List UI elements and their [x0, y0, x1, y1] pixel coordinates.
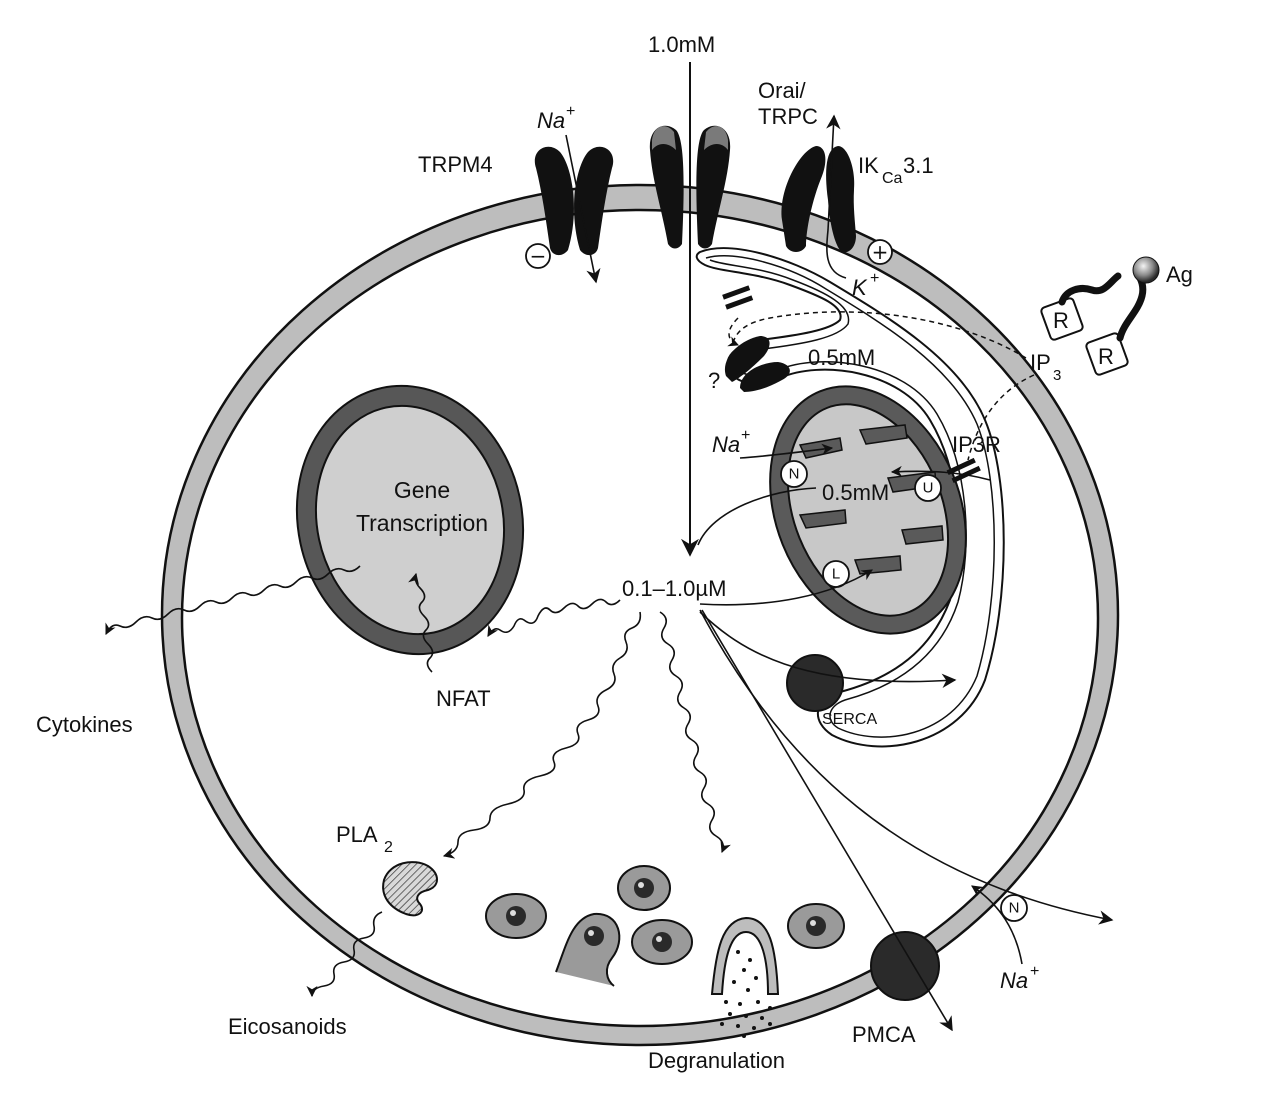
svg-text:IP: IP: [1030, 350, 1051, 375]
na-influx-exchanger-arrow: [971, 885, 1023, 965]
svg-text:IK: IK: [858, 153, 879, 178]
secretory-granules: [485, 865, 845, 1038]
pla2-label: PLA 2: [336, 822, 393, 856]
mito-na-exchanger: N: [780, 460, 808, 488]
ikca-channel: [781, 146, 856, 253]
na-top-label: Na +: [537, 103, 575, 133]
serca-pump: [786, 654, 844, 712]
ip3r-to-mito-arrow: [890, 465, 991, 481]
svg-text:−: −: [530, 244, 547, 268]
pmca-efflux-arrow: [701, 609, 953, 1032]
svg-text:N: N: [789, 466, 800, 483]
fc-receptor: R R: [1040, 272, 1147, 376]
serca-uptake-arrow: [699, 611, 957, 689]
nfat-label: NFAT: [436, 686, 491, 711]
question-mark-label: ?: [708, 368, 720, 393]
ip3-label: IP 3: [1030, 350, 1061, 384]
cytokine-release-arrow: [105, 565, 361, 636]
svg-text:Ca: Ca: [882, 170, 903, 187]
svg-text:+: +: [741, 427, 750, 444]
ip3r-label: IP3R: [952, 432, 1001, 457]
orai-label-line1: Orai/: [758, 78, 807, 103]
fusion-pore: [710, 916, 780, 1038]
svg-text:+: +: [1030, 963, 1039, 980]
cytokines-label: Cytokines: [36, 712, 133, 737]
svg-text:L: L: [832, 566, 840, 583]
er-release-channel: [724, 336, 790, 392]
svg-text:U: U: [923, 480, 934, 497]
granule: [631, 919, 693, 965]
k-label: K +: [852, 270, 879, 300]
svg-text:R: R: [1053, 308, 1069, 333]
nucleus: Gene Transcription: [295, 384, 525, 656]
pla2-activation-arrow: [442, 611, 642, 859]
ncx-efflux-arrow: [699, 609, 1114, 925]
na-mito-label: Na +: [712, 427, 750, 457]
na-into-mito-arrow: [739, 443, 834, 459]
trpm4-minus-sign: −: [525, 243, 551, 269]
svg-text:Na: Na: [712, 432, 740, 457]
orai-label-line2: TRPC: [758, 104, 818, 129]
nfat-activation-arrow: [487, 598, 621, 637]
antigen-ball-icon: [1132, 256, 1160, 284]
serca-label: SERCA: [822, 711, 877, 728]
svg-text:+: +: [566, 103, 575, 120]
svg-text:PLA: PLA: [336, 822, 378, 847]
ikca-plus-sign: +: [867, 239, 893, 265]
trpm4-label: TRPM4: [418, 152, 493, 177]
k-efflux-arrow: [826, 114, 847, 279]
na-bottom-label: Na +: [1000, 963, 1039, 993]
svg-text:Na: Na: [1000, 968, 1028, 993]
pmca-pump: [870, 931, 940, 1001]
granule: [787, 903, 845, 949]
mitochondrial-ca-label: 0.5mM: [822, 480, 889, 505]
nucleus-label-line2: Transcription: [356, 510, 488, 536]
plasma-na-exchanger: N: [1000, 894, 1028, 922]
ip3-dashed-path-lower: [967, 374, 1035, 461]
na-influx-arrow: [565, 134, 601, 284]
pla2-enzyme: [382, 861, 438, 917]
eicosanoid-release-arrow: [306, 911, 383, 998]
orai-trpc-channel: [649, 125, 731, 249]
ip3r-channel-upper: [722, 285, 754, 310]
svg-text:N: N: [1009, 900, 1020, 917]
trpm4-channel: [534, 146, 614, 256]
nucleus-label-line1: Gene: [394, 477, 450, 503]
svg-text:2: 2: [384, 839, 393, 856]
svg-text:R: R: [1098, 344, 1114, 369]
mito-to-cyto-curve: [697, 487, 817, 546]
granule: [617, 865, 671, 911]
docking-granule: [555, 912, 621, 987]
ip3-dashed-path-upper: [733, 311, 1027, 359]
ikca-label: IK Ca 3.1: [858, 153, 934, 187]
cytosolic-ca-label: 0.1–1.0µM: [622, 576, 726, 601]
mito-uniporter: U: [914, 474, 942, 502]
extracellular-ca-label: 1.0mM: [648, 32, 715, 57]
degranulation-trigger-arrow: [659, 611, 731, 854]
svg-text:+: +: [870, 270, 879, 287]
er-ca-label: 0.5mM: [808, 345, 875, 370]
svg-text:3: 3: [1053, 367, 1061, 384]
granule: [485, 893, 547, 939]
svg-text:K: K: [852, 275, 868, 300]
antigen-label: Ag: [1166, 262, 1193, 287]
eicosanoids-label: Eicosanoids: [228, 1014, 347, 1039]
svg-text:3.1: 3.1: [903, 153, 934, 178]
svg-text:+: +: [872, 240, 889, 264]
degranulation-label: Degranulation: [648, 1048, 785, 1073]
svg-text:Na: Na: [537, 108, 565, 133]
cyto-to-mito-leak-arrow: [699, 569, 873, 606]
ip3r-upper-release-arrow: [727, 317, 739, 347]
nfat-nuclear-import-arrow: [408, 572, 434, 673]
pmca-label: PMCA: [852, 1022, 916, 1047]
